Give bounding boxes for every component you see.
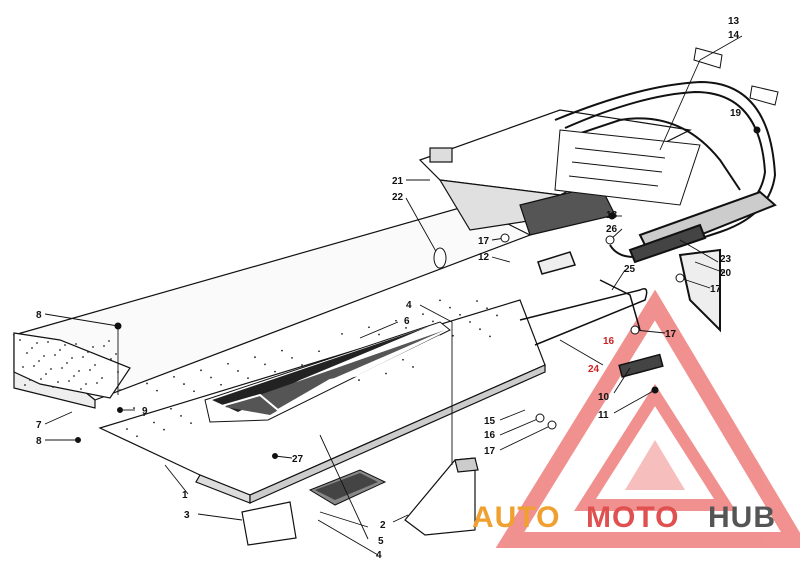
callout-27: 27 [292,454,304,465]
callout-2: 2 [380,520,386,531]
watermark-moto: MOTO [586,501,679,534]
callout-6: 6 [404,316,410,327]
callout-8b: 8 [36,436,42,447]
callout-25: 25 [624,264,636,275]
watermark-logo-triangle [495,289,800,548]
callout-22: 22 [392,192,404,203]
rear-grille [554,129,701,206]
callout-23: 23 [720,254,732,265]
callout-17: 17 [478,236,490,247]
leader-lines [44,35,758,556]
callout-11: 11 [598,410,609,421]
seat-box [418,109,692,236]
running-board-assembly [12,204,546,504]
watermark-auto: AUTO [472,501,560,534]
callout-18: 18 [606,210,618,221]
callout-17c: 17 [665,329,677,340]
callout-9: 9 [142,406,148,417]
callout-20: 20 [720,268,732,279]
rear-bumper-rack [554,80,777,333]
callout-10: 10 [598,392,610,403]
callout-16: 16 [484,430,496,441]
fasteners [75,126,761,459]
callout-21: 21 [392,176,404,187]
callout-16b: 16 [603,336,615,347]
callout-17b: 17 [710,284,722,295]
callout-labels: 1 2 3 4 4 5 6 6 7 8 8 9 10 11 12 13 14 1… [36,16,742,561]
decal-stripe [204,321,451,423]
support-tubes [519,251,664,378]
callout-14: 14 [728,30,740,41]
callout-4b: 4 [376,550,382,561]
callout-7: 7 [36,420,42,431]
callout-13: 13 [728,16,740,27]
callout-24: 24 [588,364,600,375]
callout-8: 8 [36,310,42,321]
callout-12: 12 [478,252,490,263]
callout-4: 4 [406,300,412,311]
mount-plate [241,501,297,546]
callout-17d: 17 [484,446,496,457]
footrest-pad [308,469,387,506]
callout-3: 3 [184,510,190,521]
callout-19: 19 [730,108,742,119]
callout-26: 26 [606,224,618,235]
callout-5: 5 [378,536,384,547]
watermark-text: AUTO MOTO HUB [472,501,776,534]
callout-15: 15 [484,416,496,427]
reflector-plates [693,47,779,106]
bracket-plate [404,457,479,536]
callout-1: 1 [182,490,188,501]
watermark-hub: HUB [708,501,776,534]
